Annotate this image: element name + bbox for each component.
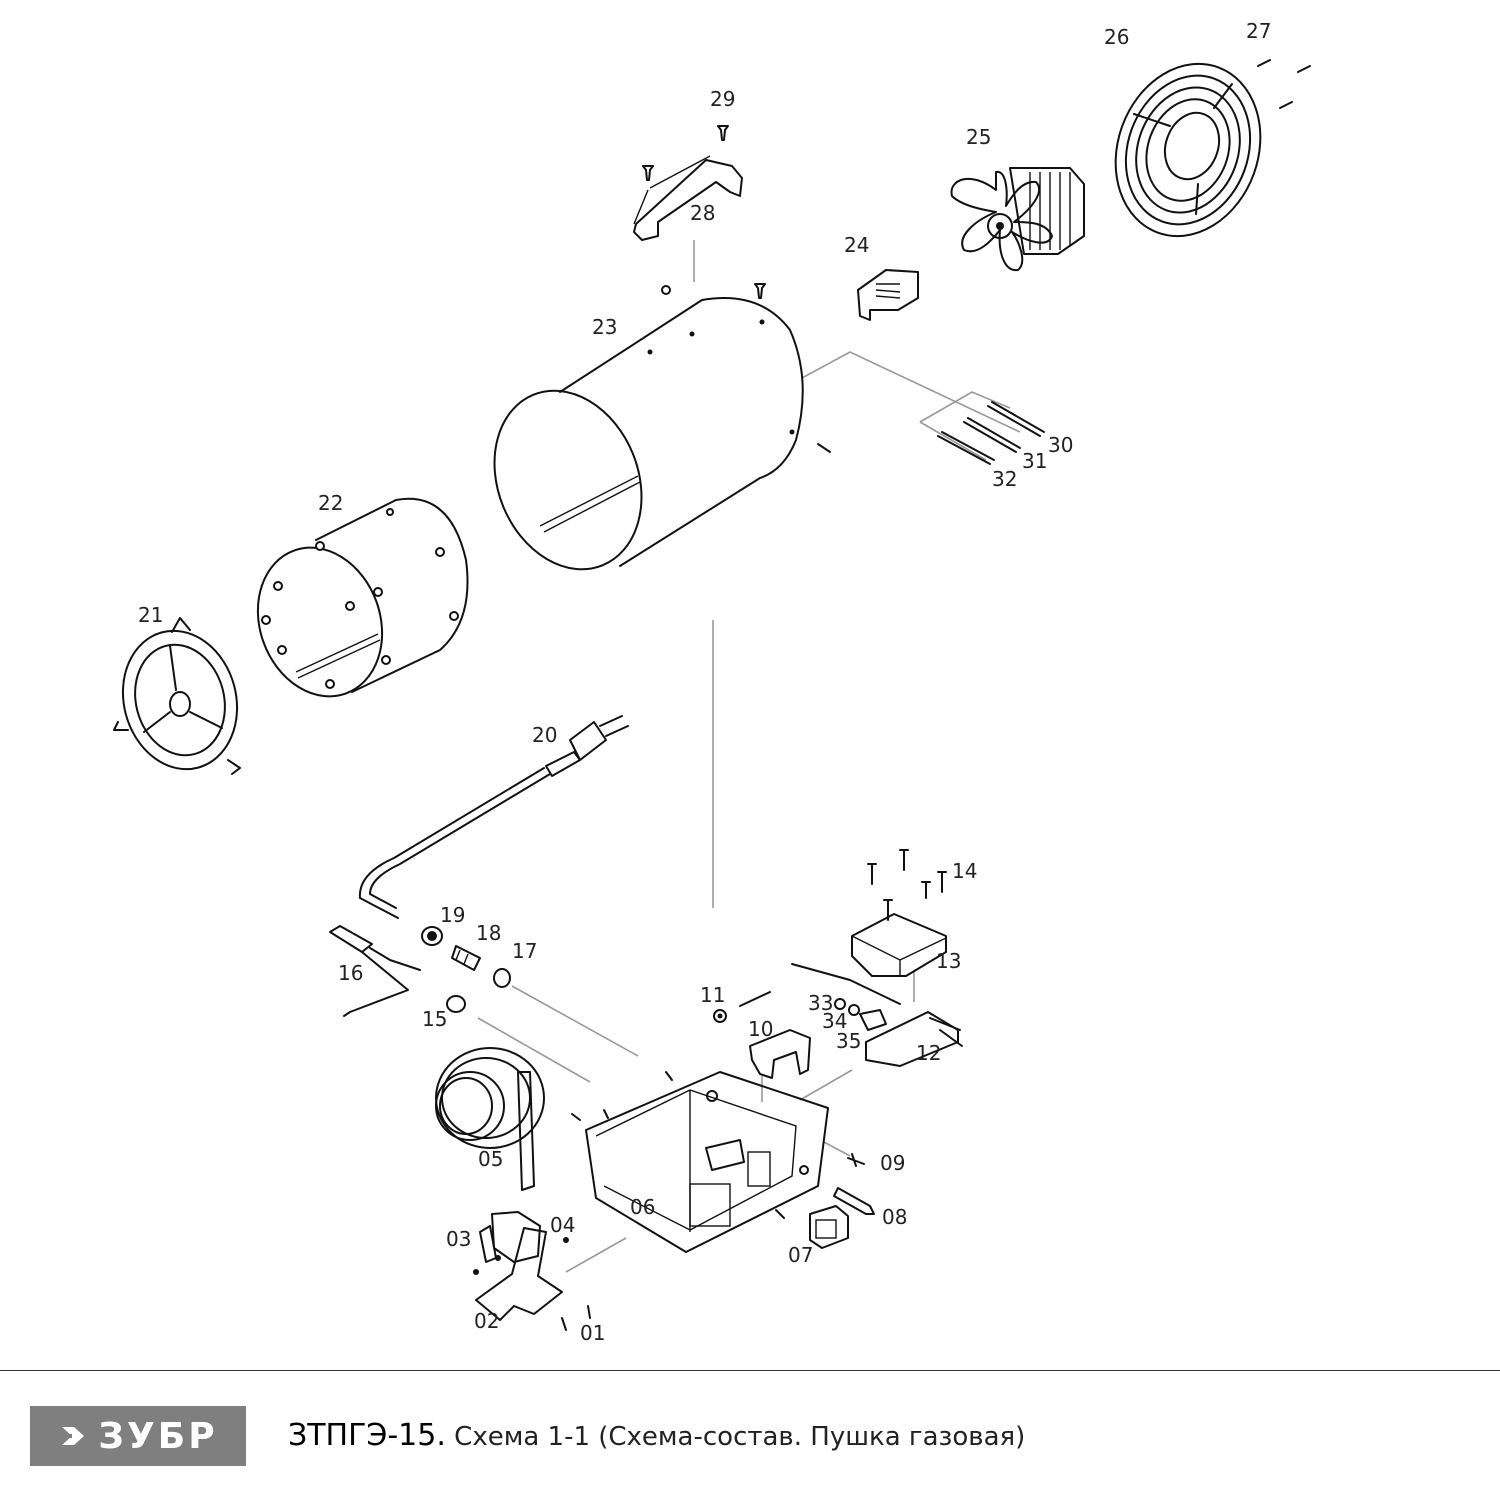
callout-30: 30 xyxy=(1048,433,1073,457)
caption-text: Схема 1-1 (Схема-состав. Пушка газовая) xyxy=(454,1422,1026,1452)
part-28-handle xyxy=(633,155,743,241)
part-22-combustion-chamber xyxy=(256,497,469,698)
callout-27: 27 xyxy=(1246,19,1271,43)
footer-divider xyxy=(0,1370,1500,1371)
callout-02: 02 xyxy=(474,1309,499,1333)
callout-26: 26 xyxy=(1104,25,1129,49)
callout-09: 09 xyxy=(880,1151,905,1175)
callout-31: 31 xyxy=(1022,449,1047,473)
part-11-nut xyxy=(713,991,771,1023)
part-16-thermocouple xyxy=(329,925,421,1017)
callout-32: 32 xyxy=(992,467,1017,491)
part-17-18-19-fittings xyxy=(421,926,511,1013)
part-06-base-body xyxy=(571,1071,829,1253)
part-20-power-cord xyxy=(358,715,629,919)
brand-logo-text: ЗУБР xyxy=(98,1415,218,1457)
callout-03: 03 xyxy=(446,1227,471,1251)
part-33-34-35-fittings xyxy=(834,998,887,1031)
part-27-screws xyxy=(1257,59,1311,109)
callout-35: 35 xyxy=(836,1029,861,1053)
part-05-valve-knob xyxy=(435,1047,545,1191)
callout-05: 05 xyxy=(478,1147,503,1171)
callout-10: 10 xyxy=(748,1017,773,1041)
callout-13: 13 xyxy=(936,949,961,973)
callout-12: 12 xyxy=(916,1041,941,1065)
callout-28: 28 xyxy=(690,201,715,225)
callout-08: 08 xyxy=(882,1205,907,1229)
part-30-32-rods xyxy=(937,401,1045,465)
part-21-front-grille xyxy=(113,617,241,775)
callout-19: 19 xyxy=(440,903,465,927)
brand-logo: ЗУБР xyxy=(30,1406,246,1466)
leader-lines xyxy=(477,240,1021,1273)
callout-07: 07 xyxy=(788,1243,813,1267)
callout-04: 04 xyxy=(550,1213,575,1237)
model-name: ЗТПГЭ-15. xyxy=(288,1418,446,1453)
part-25-fan-motor xyxy=(950,167,1085,272)
diagram-caption: ЗТПГЭ-15. Схема 1-1 (Схема-состав. Пушка… xyxy=(288,1418,1025,1453)
footer: ЗУБР ЗТПГЭ-15. Схема 1-1 (Схема-состав. … xyxy=(0,1372,1500,1500)
part-10-bracket xyxy=(749,1029,811,1079)
part-09-screw xyxy=(847,1153,865,1167)
callout-14: 14 xyxy=(952,859,977,883)
arrow-icon xyxy=(60,1427,85,1445)
part-24-clip xyxy=(857,269,919,321)
callout-29: 29 xyxy=(710,87,735,111)
part-02-03-04-valve-assembly xyxy=(473,1211,591,1331)
callout-11: 11 xyxy=(700,983,725,1007)
part-12-burner-nozzle xyxy=(865,1011,963,1067)
callout-33: 33 xyxy=(808,991,833,1015)
part-07-switch xyxy=(809,1205,849,1249)
callout-22: 22 xyxy=(318,491,343,515)
callout-06: 06 xyxy=(630,1195,655,1219)
part-23-outer-housing xyxy=(493,297,831,571)
callout-labels: 01 02 03 04 05 06 07 08 09 10 11 12 13 14 15 16 17 18 19 20… xyxy=(138,19,1271,1345)
callout-18: 18 xyxy=(476,921,501,945)
exploded-parts-diagram: 01 02 03 04 05 06 07 08 09 10 11 12 13 14 15 16 17 18 19 20… xyxy=(113,19,1311,1345)
part-13-junction-box xyxy=(791,913,947,1005)
part-08-pin xyxy=(833,1187,875,1215)
callout-21: 21 xyxy=(138,603,163,627)
callout-25: 25 xyxy=(966,125,991,149)
part-14-screws xyxy=(867,849,947,921)
callout-20: 20 xyxy=(532,723,557,747)
part-26-fan-guard xyxy=(1114,62,1262,238)
callout-15: 15 xyxy=(422,1007,447,1031)
callout-01: 01 xyxy=(580,1321,605,1345)
callout-16: 16 xyxy=(338,961,363,985)
callout-17: 17 xyxy=(512,939,537,963)
callout-23: 23 xyxy=(592,315,617,339)
callout-34: 34 xyxy=(822,1009,847,1033)
part-29-screws xyxy=(642,125,766,299)
callout-24: 24 xyxy=(844,233,869,257)
